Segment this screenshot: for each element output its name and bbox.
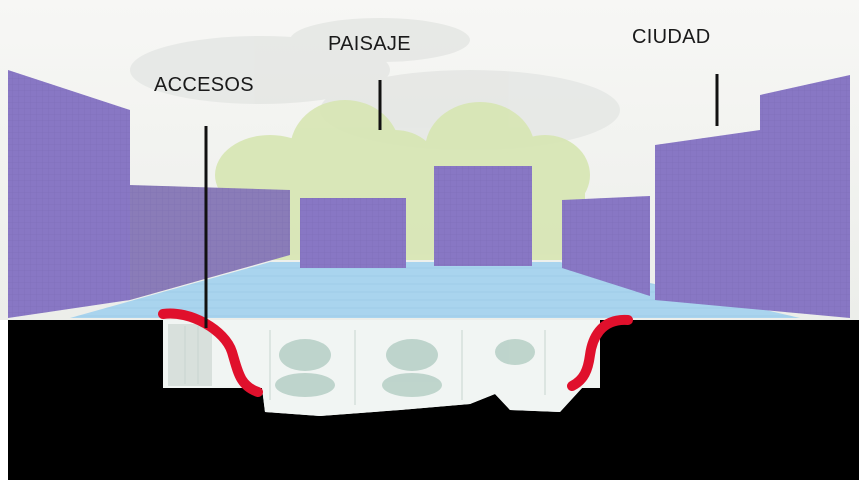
landscape-trees	[215, 100, 590, 260]
label-paisaje: PAISAJE	[328, 33, 411, 55]
access-ramp-left	[158, 308, 263, 397]
access-ramp-right	[567, 314, 633, 391]
label-accesos: ACCESOS	[154, 74, 254, 96]
center-blocks	[300, 166, 532, 268]
label-ciudad: CIUDAD	[632, 26, 711, 48]
city-buildings-right	[562, 75, 850, 318]
city-buildings-left	[8, 70, 290, 318]
ground-section	[8, 320, 859, 480]
underground-space	[163, 320, 600, 416]
